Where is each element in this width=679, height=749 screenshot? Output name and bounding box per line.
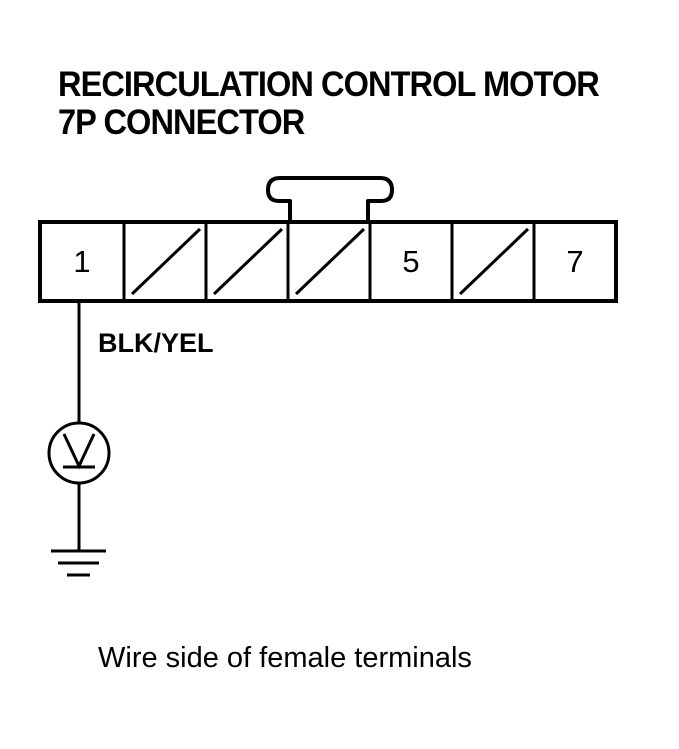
connector-cell-1: 1 <box>73 244 90 279</box>
connector-cell-7: 7 <box>566 244 583 279</box>
connector-cell-5: 5 <box>402 244 419 279</box>
unused-pin-slash <box>294 227 366 296</box>
ground-icon <box>51 549 106 577</box>
connector-lock-tab <box>266 176 394 222</box>
unused-pin-slash <box>212 227 284 296</box>
unused-pin-slash <box>458 227 530 296</box>
connector-cell-4-unused <box>294 227 366 296</box>
diagram-title: RECIRCULATION CONTROL MOTOR 7P CONNECTOR <box>58 65 600 142</box>
voltmeter-icon <box>47 421 111 485</box>
diagram-caption: Wire side of female terminals <box>98 642 472 674</box>
diagram-title-line2: 7P CONNECTOR <box>58 103 305 142</box>
connector-cell-6-unused <box>458 227 530 296</box>
diagram-title-line1: RECIRCULATION CONTROL MOTOR <box>58 65 600 104</box>
pin-number-7: 7 <box>566 244 583 279</box>
wire-color-label: BLK/YEL <box>98 328 214 358</box>
pin-number-5: 5 <box>402 244 419 279</box>
connector-body <box>38 220 618 303</box>
connector-cell-2-unused <box>130 227 202 296</box>
unused-pin-slash <box>130 227 202 296</box>
connector-cell-3-unused <box>212 227 284 296</box>
pin-number-1: 1 <box>73 244 90 279</box>
